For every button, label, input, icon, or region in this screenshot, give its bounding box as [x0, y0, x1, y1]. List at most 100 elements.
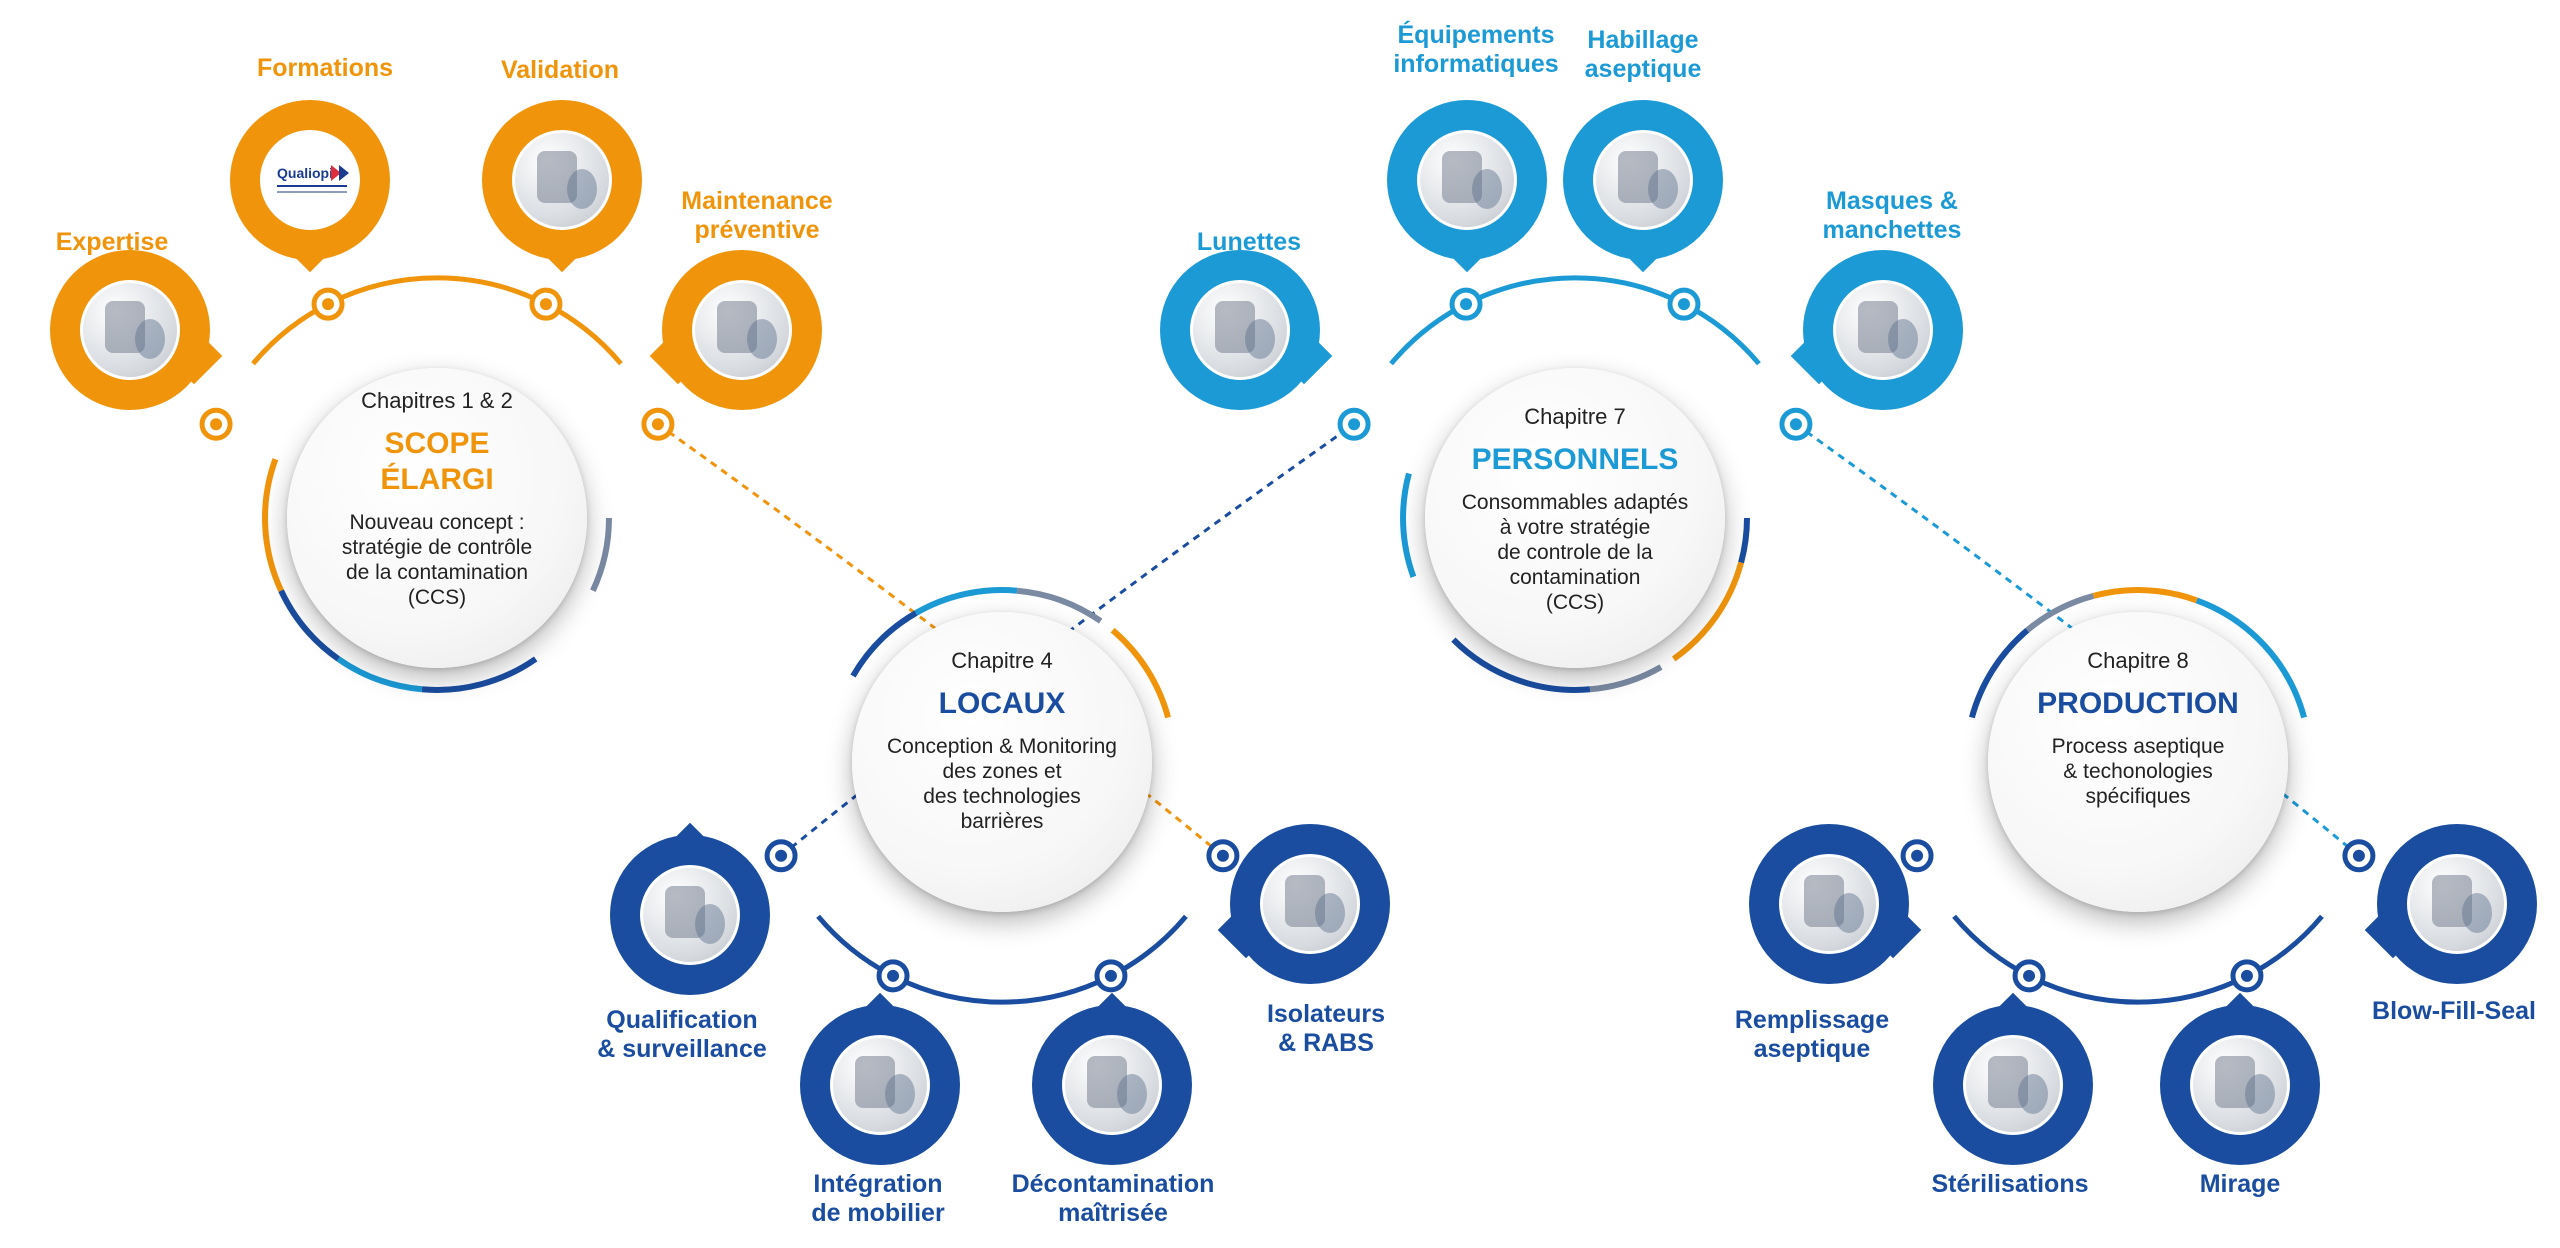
photo-detail: [1087, 1056, 1127, 1108]
photo-detail: [717, 301, 757, 353]
topic-bubble: [1032, 992, 1192, 1165]
hub-ring-segment: [1451, 637, 1591, 693]
topic-bubble: [1387, 100, 1547, 273]
topic-bubble: [1790, 250, 1963, 410]
hub-ring-segment: [1110, 627, 1171, 719]
topic-bubble: [1749, 824, 1922, 984]
cleanroom-sampling-photo-icon: [640, 865, 740, 965]
topic-label: Stérilisations: [1931, 1170, 2089, 1198]
photo-detail: [1804, 875, 1844, 927]
topic-bubble: [2364, 824, 2537, 984]
hub-ring-segment: [2092, 587, 2198, 604]
hub-ring-segment: [590, 517, 613, 592]
topic-label: Expertise: [55, 228, 169, 256]
qualiopi-logo-icon: Qualiopi: [260, 130, 360, 230]
chapter-number: Chapitre 7: [1524, 404, 1626, 429]
qualiopi-logo: Qualiopi: [273, 161, 349, 201]
connector-node-dot: [539, 298, 552, 311]
chapter-number: Chapitre 8: [2087, 648, 2189, 673]
connector-node-dot: [2352, 849, 2365, 862]
topic-bubble: [50, 250, 223, 410]
lab-technician-photo-icon: [512, 130, 612, 230]
topic-label: Formations: [256, 54, 394, 82]
connector-node-dot: [322, 298, 335, 311]
logo-mark: [277, 191, 347, 193]
hub-ring-segment: [1969, 627, 2030, 719]
hub-ring-segment: [1400, 472, 1417, 578]
bfs-machine-photo-icon: [2407, 854, 2507, 954]
photo-detail: [1442, 151, 1482, 203]
photo-detail: [1215, 301, 1255, 353]
hub-ring-segment: [421, 656, 538, 693]
photo-detail: [2432, 875, 2472, 927]
hub-ring-segment: [262, 458, 284, 592]
chapter-title: LOCAUX: [938, 687, 1066, 720]
hub-ring-segment: [336, 656, 423, 693]
logo-mark: [277, 185, 347, 187]
photo-detail: [885, 1074, 915, 1114]
topic-label: Qualification& surveillance: [597, 1006, 767, 1063]
topic-label: Validation: [500, 56, 620, 84]
photo-detail: [1315, 893, 1345, 933]
cleanroom-suit-photo-icon: [1593, 130, 1693, 230]
photo-detail: [2245, 1074, 2275, 1114]
hub-ring-segment: [278, 589, 341, 662]
photo-detail: [1834, 893, 1864, 933]
furniture-photo-icon: [830, 1035, 930, 1135]
chapter-number: Chapitre 4: [951, 648, 1053, 673]
goggles-photo-icon: [1190, 280, 1290, 380]
photo-detail: [1988, 1056, 2028, 1108]
connector-node-dot: [887, 969, 900, 982]
logo-text: Qualiopi: [277, 165, 333, 181]
maintenance-photo-icon: [692, 280, 792, 380]
hub-ring-segment: [1738, 517, 1750, 564]
photo-detail: [1648, 169, 1678, 209]
wipe-photo-icon: [1062, 1035, 1162, 1135]
filling-line-photo-icon: [1779, 854, 1879, 954]
brain-photo-icon: [80, 280, 180, 380]
chapter-number: Chapitres 1 & 2: [361, 388, 513, 413]
topic-bubble: [610, 822, 770, 995]
hub-ring-segment: [1671, 561, 1744, 662]
topic-label: Isolateurs& RABS: [1266, 1000, 1386, 1057]
connector-node-dot: [1460, 298, 1473, 311]
photo-detail: [747, 319, 777, 359]
photo-detail: [1858, 301, 1898, 353]
connector-node-dot: [2240, 969, 2253, 982]
connector-node-dot: [1348, 418, 1361, 431]
connector-node-dot: [1216, 849, 1229, 862]
connector-node-dot: [651, 418, 664, 431]
photo-detail: [1117, 1074, 1147, 1114]
photo-detail: [1888, 319, 1918, 359]
autoclave-photo-icon: [1963, 1035, 2063, 1135]
hub-ring-segment: [2195, 597, 2307, 719]
photo-detail: [665, 886, 705, 938]
connector-arc: [1389, 275, 1761, 366]
isolator-photo-icon: [1260, 854, 1360, 954]
photo-detail: [567, 169, 597, 209]
photo-detail: [537, 151, 577, 203]
connector-arc: [816, 914, 1188, 1005]
topic-bubble: [1563, 100, 1723, 273]
hub-ring-segment: [914, 587, 1018, 616]
topic-label: Mirage: [2199, 1170, 2281, 1198]
topic-bubble: [1933, 992, 2093, 1165]
connector-node-dot: [2023, 969, 2036, 982]
connector-node-dot: [1789, 418, 1802, 431]
logo-mark: [331, 165, 341, 181]
topic-bubble: Qualiopi: [230, 100, 390, 273]
topic-label: Masques &manchettes: [1822, 187, 1962, 244]
topic-label: Blow-Fill-Seal: [2372, 997, 2536, 1025]
photo-detail: [2018, 1074, 2048, 1114]
